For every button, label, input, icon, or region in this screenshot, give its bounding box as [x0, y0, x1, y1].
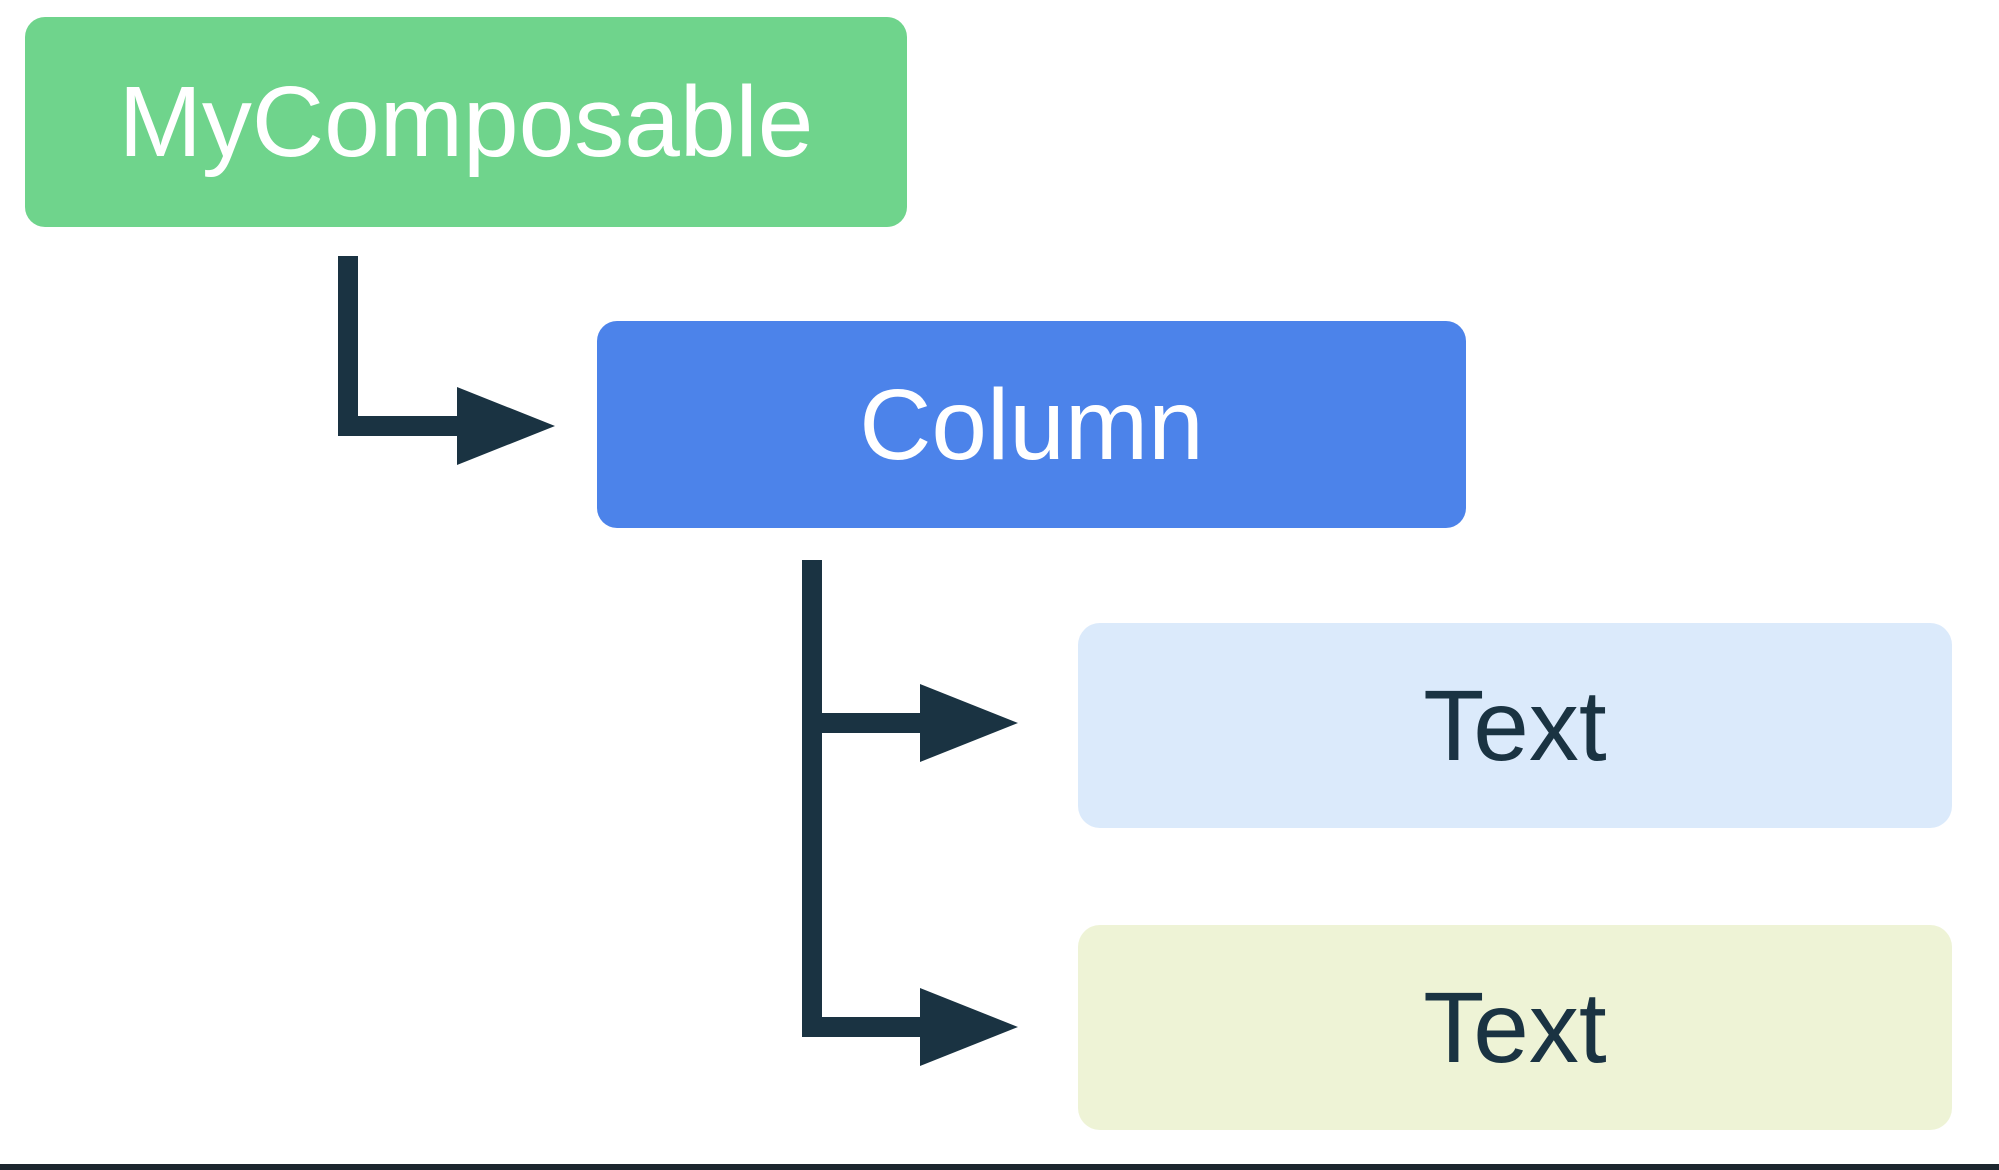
node-column: Column — [597, 321, 1466, 528]
node-column-label: Column — [859, 368, 1204, 481]
node-text-first: Text — [1078, 623, 1952, 828]
node-mycomposable-label: MyComposable — [118, 66, 814, 178]
page-bottom-border — [0, 1164, 1999, 1170]
node-mycomposable: MyComposable — [25, 17, 907, 227]
node-text-second-label: Text — [1423, 971, 1607, 1084]
arrow-column-to-texts — [802, 560, 1018, 1066]
node-text-second: Text — [1078, 925, 1952, 1130]
node-text-first-label: Text — [1423, 669, 1607, 782]
arrow-root-to-column — [338, 256, 555, 465]
